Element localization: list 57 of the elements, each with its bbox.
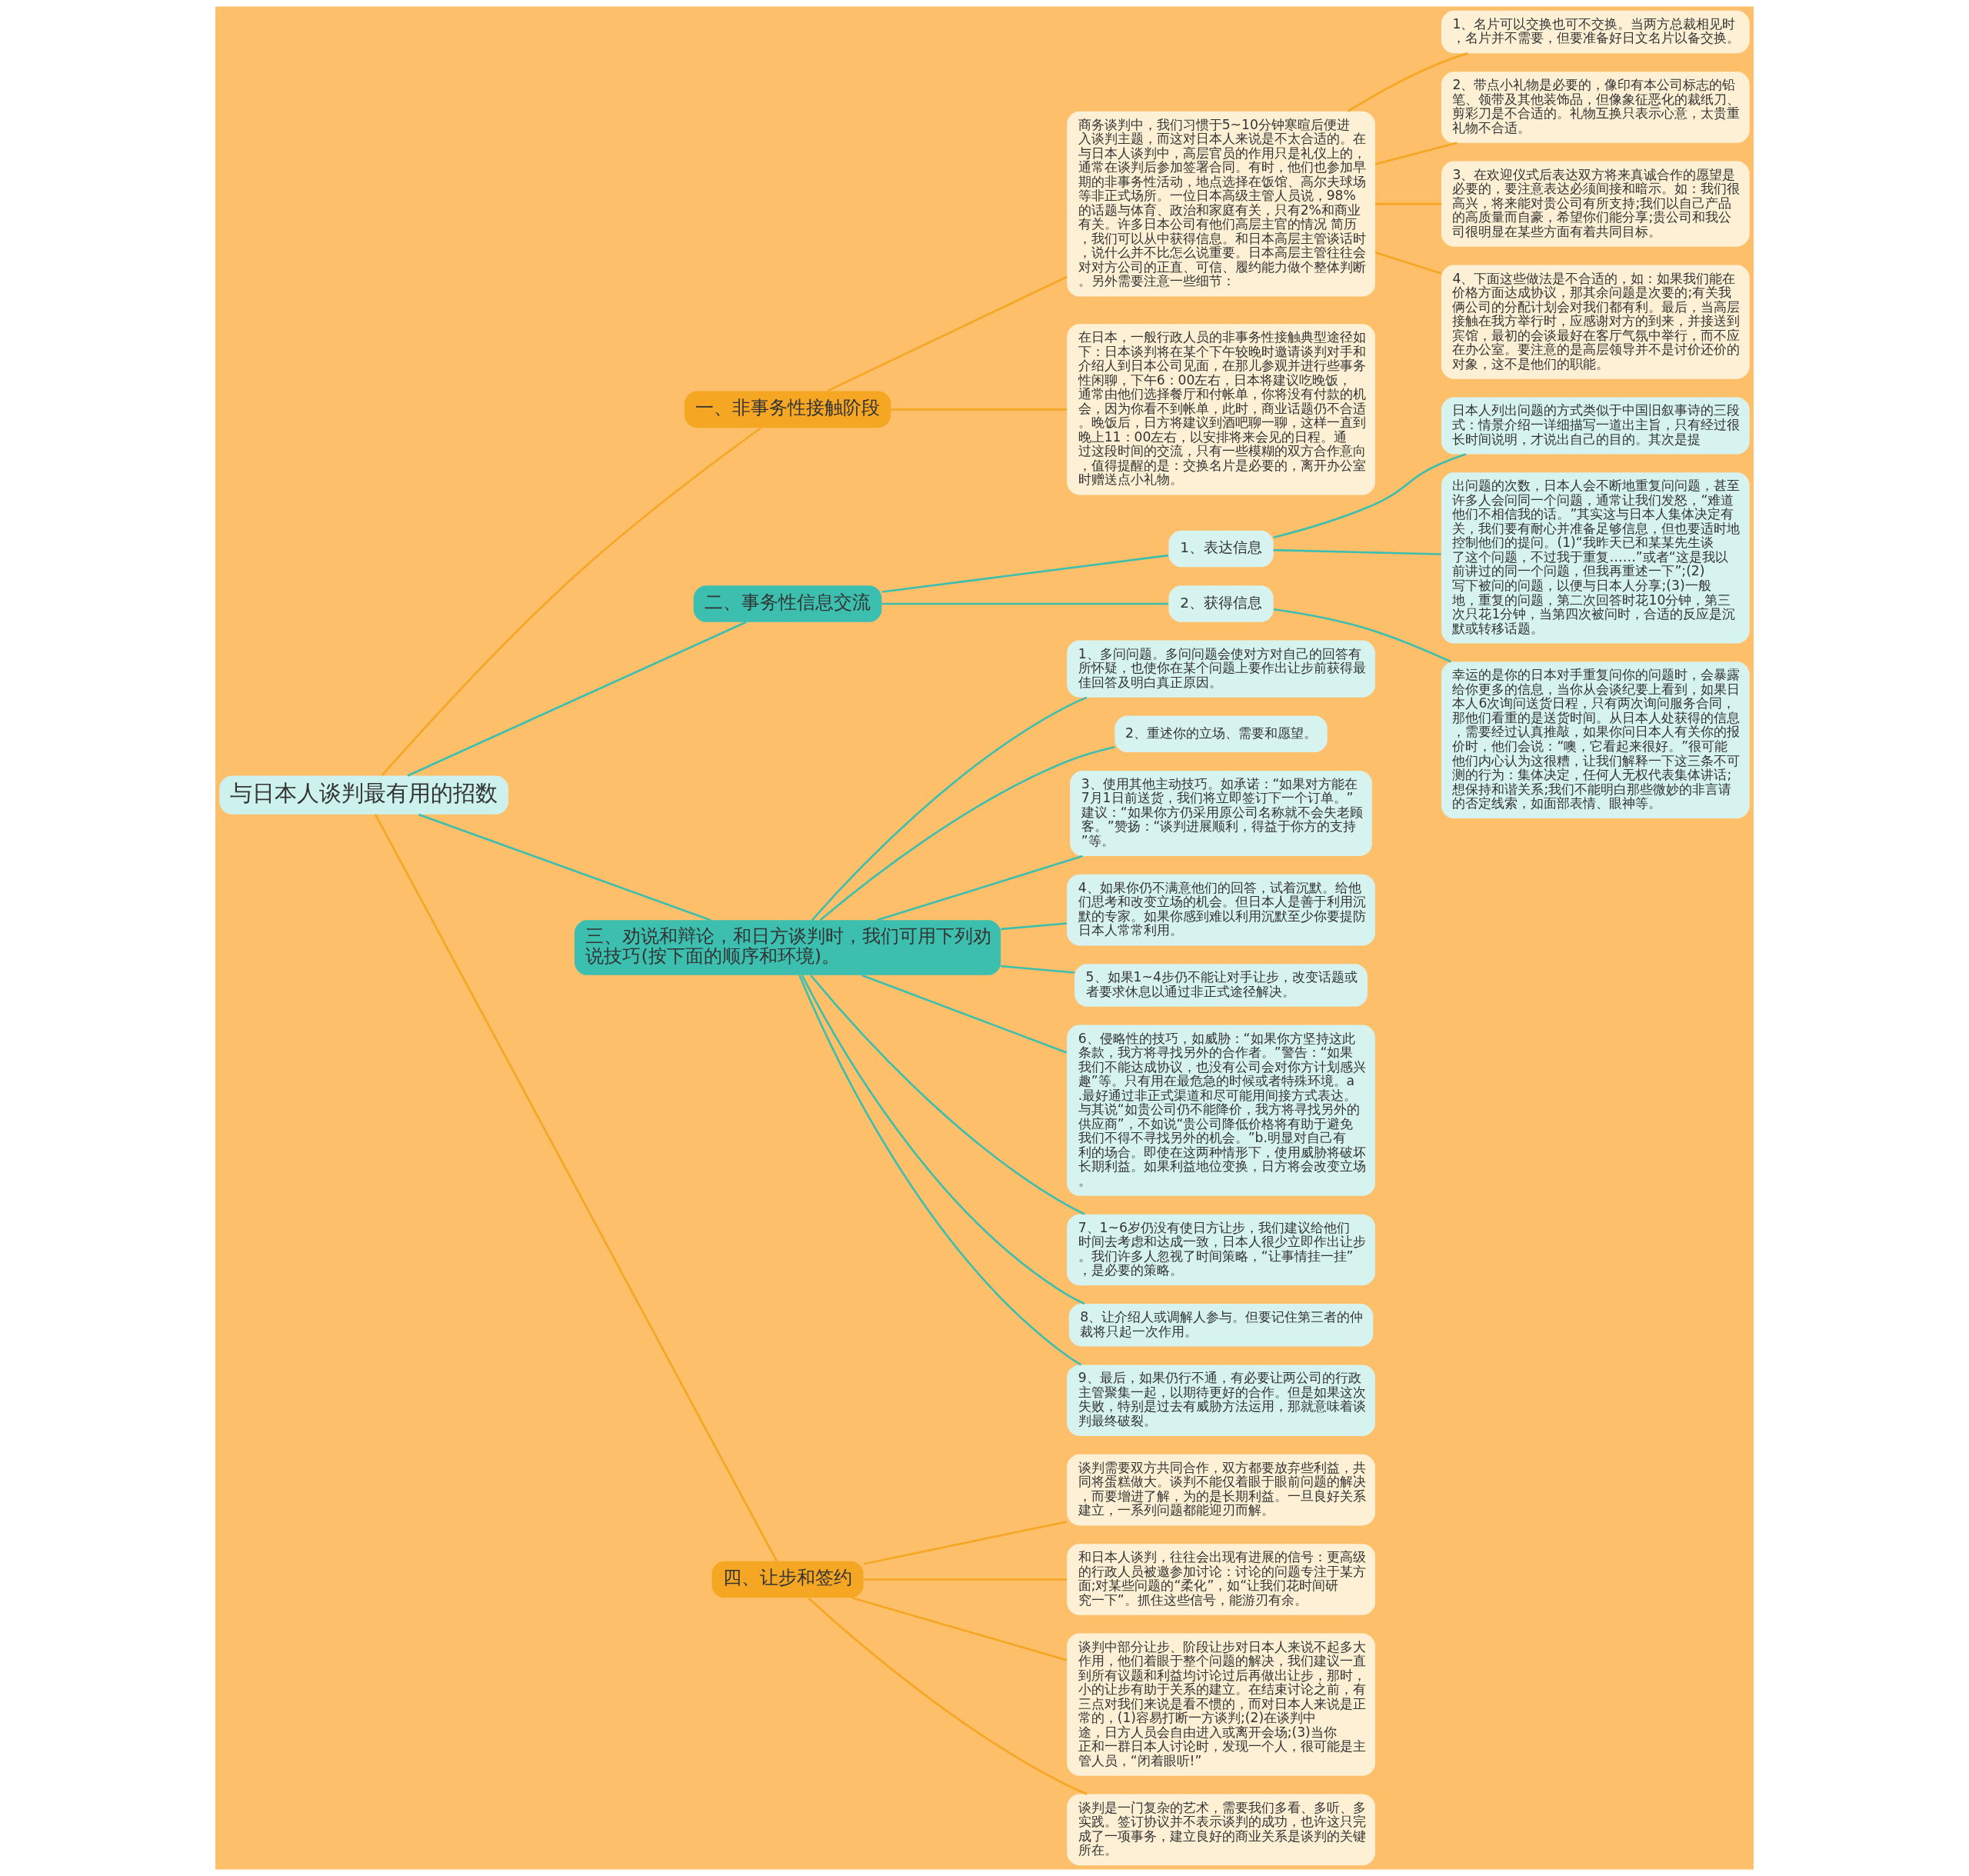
node-box: 谈判中部分让步、阶段让步对日本人来说不起多大作用，他们着眼于整个问题的解决，我们建议一直到所有议题和利益均讨论过后再做出让步，那时，小的让步有助于关系的建立。在结束讨论之前，有三点对我们来说是看不惯的，而对日本人来说是正常的，(1)容易打断一方谈判;(2)在谈判中途，日方人员会自由进入或离开会场;(3)当你正和一群日本人讨论时，发现一个人，很可能是主管人员，“闭着眼听!” [1067,1633,1375,1776]
node-box: 商务谈判中，我们习惯于5~10分钟寒暄后便进入谈判主题，而这对日本人来说是不太合适的。在与日本人谈判中，高层官员的作用只是礼仪上的，通常在谈判后参加签署合同。有时，他们也参加早期的非事务性活动，地点选择在饭馆、高尔夫球场等非正式场所。一位日本高级主管人员说，98%的话题与体育、政治和家庭有关，只有2%和商业有关。许多日本公司有他们高层主官的情况 简历，我们可以从中获得信息。和日本高层主管谈话时，说什么并不比怎么说重要。日本高层主管往往会对对方公司的正直、可信、履约能力做个整体判断。另外需要注意一些细节： [1067,111,1375,297]
connector [851,1597,1068,1661]
connector [801,975,1085,1305]
node-box: 5、如果1~4步仍不能让对手让步，改变话题或者要求休息以通过非正式途径解决。 [1074,964,1368,1007]
node-box: 四、让步和签约 [711,1561,864,1598]
connector [418,813,711,921]
connector [1374,252,1442,275]
node-box: 1、名片可以交换也可不交换。当两方总裁相见时，名片并不需要，但要准备好日文名片以备交换。 [1441,10,1750,54]
node-box: 7、1~6岁仍没有使日方让步，我们建议给他们时间去考虑和达成一致，日本人很少立即作出让步。我们许多人忽视了时间策略，“让事情挂一挂”，是必要的策略。 [1067,1214,1375,1286]
connector [1375,202,1441,205]
node-box: 1、表达信息 [1168,530,1274,568]
node-box: 三、劝说和辩论，和日方谈判时，我们可用下列劝说技巧(按下面的顺序和环境)。 [574,920,1001,975]
node-box: 2、重述你的立场、需要和愿望。 [1114,715,1328,753]
connector [1001,965,1075,974]
node-box: 在日本，一般行政人员的非事务性接触典型途径如下：日本谈判将在某个下午较晚时邀请谈判对手和介绍人到日本公司见面，在那儿参观并进行些事务性闲聊，下午6：00左右，日本将建议吃晚饭，通常由他们选择餐厅和付帐单，你将没有付款的机会，因为你看不到帐单，此时，商业话题仍不合适。晚饭后，日方将建议到酒吧聊一聊，这样一直到晚上11：00左右，以安排将来会见的日程。通过这段时间的交流，只有一些模糊的双方合作意向，值得提醒的是：交换名片是必要的，离开办公室时赠送点小礼物。 [1067,324,1375,495]
connector [374,814,778,1562]
connector [1273,548,1441,555]
connector [881,602,1169,605]
connector [819,745,1115,921]
node-box: 一、非事务性接触阶段 [684,391,891,428]
connector [891,408,1067,411]
connector [407,621,747,777]
connector [811,696,1088,921]
node-box: 2、获得信息 [1168,585,1274,622]
node-box: 1、多问问题。多问问题会使对方对自己的回答有所怀疑，也使你在某个问题上要作出让步前获得最佳回答及明白真正原因。 [1067,640,1375,698]
node-box: 2、带点小礼物是必要的，像印有本公司标志的铅笔、领带及其他装饰品，但像象征恶化的裁纸刀、剪彩刀是不合适的。礼物互换只表示心意，太贵重礼物不合适。 [1441,72,1750,143]
connector [1001,922,1068,931]
connector [1273,608,1451,663]
node-box: 6、侵略性的技巧，如威胁：“如果你方坚持这此条款，我方将寻找另外的合作者。”警告：“如果我们不能达成协议，也没有公司会对你方计划感兴趣”等。只有用在最危急的时候或者特殊环境。a.最好通过非正式渠道和尽可能用间接方式表达。与其说“如贵公司仍不能降价，我方将寻找另外的供应商”，不如说“贵公司降低价格将有助于避免我们不得不寻找另外的机会。”b.明显对自己有利的场合。即使在这两种情形下，使用威胁将破坏长期利益。如果利益地位变换，日方将会改变立场。 [1067,1025,1375,1196]
node-box: 谈判需要双方共同合作，双方都要放弃些利益，共同将蛋糕做大。谈判不能仅着眼于眼前问题的解决，而要增进了解，为的是长期利益。一旦良好关系建立，一系列问题都能迎刃而解。 [1067,1454,1375,1526]
connector [381,427,762,777]
node-box: 4、如果你仍不满意他们的回答，试着沉默。给他们思考和改变立场的机会。但日本人是善于利用沉默的专家。如果你感到难以利用沉默至少你要提防日本人常常利用。 [1067,874,1375,946]
node-box: 3、使用其他主动技巧。如承诺：“如果对方能在7月1日前送货，我们将立即签订下一个订单。”建议：“如果你方仍采用原公司名称就不会失老顾客。”赞扬：“谈判进展顺利，得益于你方的支持”等。 [1070,770,1372,856]
connector [1273,453,1466,538]
connector [876,855,1083,921]
connector [808,1597,1088,1795]
connector [863,1521,1068,1565]
node-box: 4、下面这些做法是不合适的，如：如果我们能在价格方面达成协议，那其余问题是次要的;有关我俩公司的分配计划会对我们都有利。最后，当高层接触在我方举行时，应感谢对方的到来，并接送到宾馆，最初的会谈最好在客厅气氛中举行，而不应在办公室。要注意的是高层领导并不是讨价还价的对象，这不是他们的职能。 [1441,265,1750,379]
connector [861,974,1068,1054]
node-box: 谈判是一门复杂的艺术，需要我们多看、多听、多实践。签订协议并不表示谈判的成功，也许这只完成了一项事务，建立良好的商业关系是谈判的关键所在。 [1067,1794,1375,1866]
connector [1374,142,1458,165]
node-box: 与日本人谈判最有用的招数 [219,775,508,815]
node-box: 出问题的次数，日本人会不断地重复问问题，甚至许多人会问同一个问题，通常让我们发怒，“难道他们不相信我的话。”其实这与日本人集体决定有关，我们要有耐心并准备足够信息，但也要适时地控制他们的提问。(1)“我昨天已和某某先生谈了这个问题，不过我于重复……”或者“这是我以前讲过的同一个问题，但我再重述一下”;(2)写下被问的问题，以便与日本人分享;(3)一般地，重复的问题，第二次回答时花10分钟，第三次只花1分钟，当第四次被问时，合适的反应是沉默或转移话题。 [1441,472,1750,644]
connector [1348,52,1468,112]
node-box: 9、最后，如果仍行不通，有必要让两公司的行政主管聚集一起，以期待更好的合作。但是如果这次失败，特别是过去有威胁方法运用，那就意味着谈判最终破裂。 [1067,1365,1375,1436]
connector [827,275,1068,392]
connector [881,554,1169,593]
connector [810,975,1085,1215]
node-box: 3、在欢迎仪式后表达双方将来真诚合作的愿望是必要的，要注意表达必须间接和暗示。如：我们很高兴，将来能对贵公司有所支持;我们以自己产品的高质量而自豪，希望你们能分享;贵公司和我公司很明显在某些方面有着共同目标。 [1441,161,1750,247]
connector [798,975,1082,1366]
node-box: 二、事务性信息交流 [693,585,882,622]
node-box: 和日本人谈判，往往会出现有进展的信号：更高级的行政人员被邀参加讨论：讨论的问题专注于某方面;对某些问题的“柔化”，如“让我们花时间研究一下”。抓住这些信号，能游刃有余。 [1067,1544,1375,1615]
connector [864,1578,1067,1581]
node-box: 幸运的是你的日本对手重复问你的问题时，会暴露给你更多的信息，当你从会谈纪要上看到，如果日本人6次询问送货日程，只有两次询问服务合同，那他们看重的是送货时间。从日本人处获得的信息，需要经过认真推敲，如果你问日本人有关你的报价时，他们会说：“噢，它看起来很好。”很可能他们内心认为这很糟，让我们解释一下这三条不可测的行为：集体决定，任何人无权代表集体讲话;想保持和谐关系;我们不能明白那些微妙的非言请的否定线索，如面部表情、眼神等。 [1441,661,1750,819]
node-box: 8、让介绍人或调解人参与。但要记住第三者的仲裁将只起一次作用。 [1068,1304,1374,1347]
node-box: 日本人列出问题的方式类似于中国旧叙事诗的三段式：情景介绍一详细描写一道出主旨，只有经过很长时间说明，才说出自己的目的。其次是提 [1441,397,1750,455]
